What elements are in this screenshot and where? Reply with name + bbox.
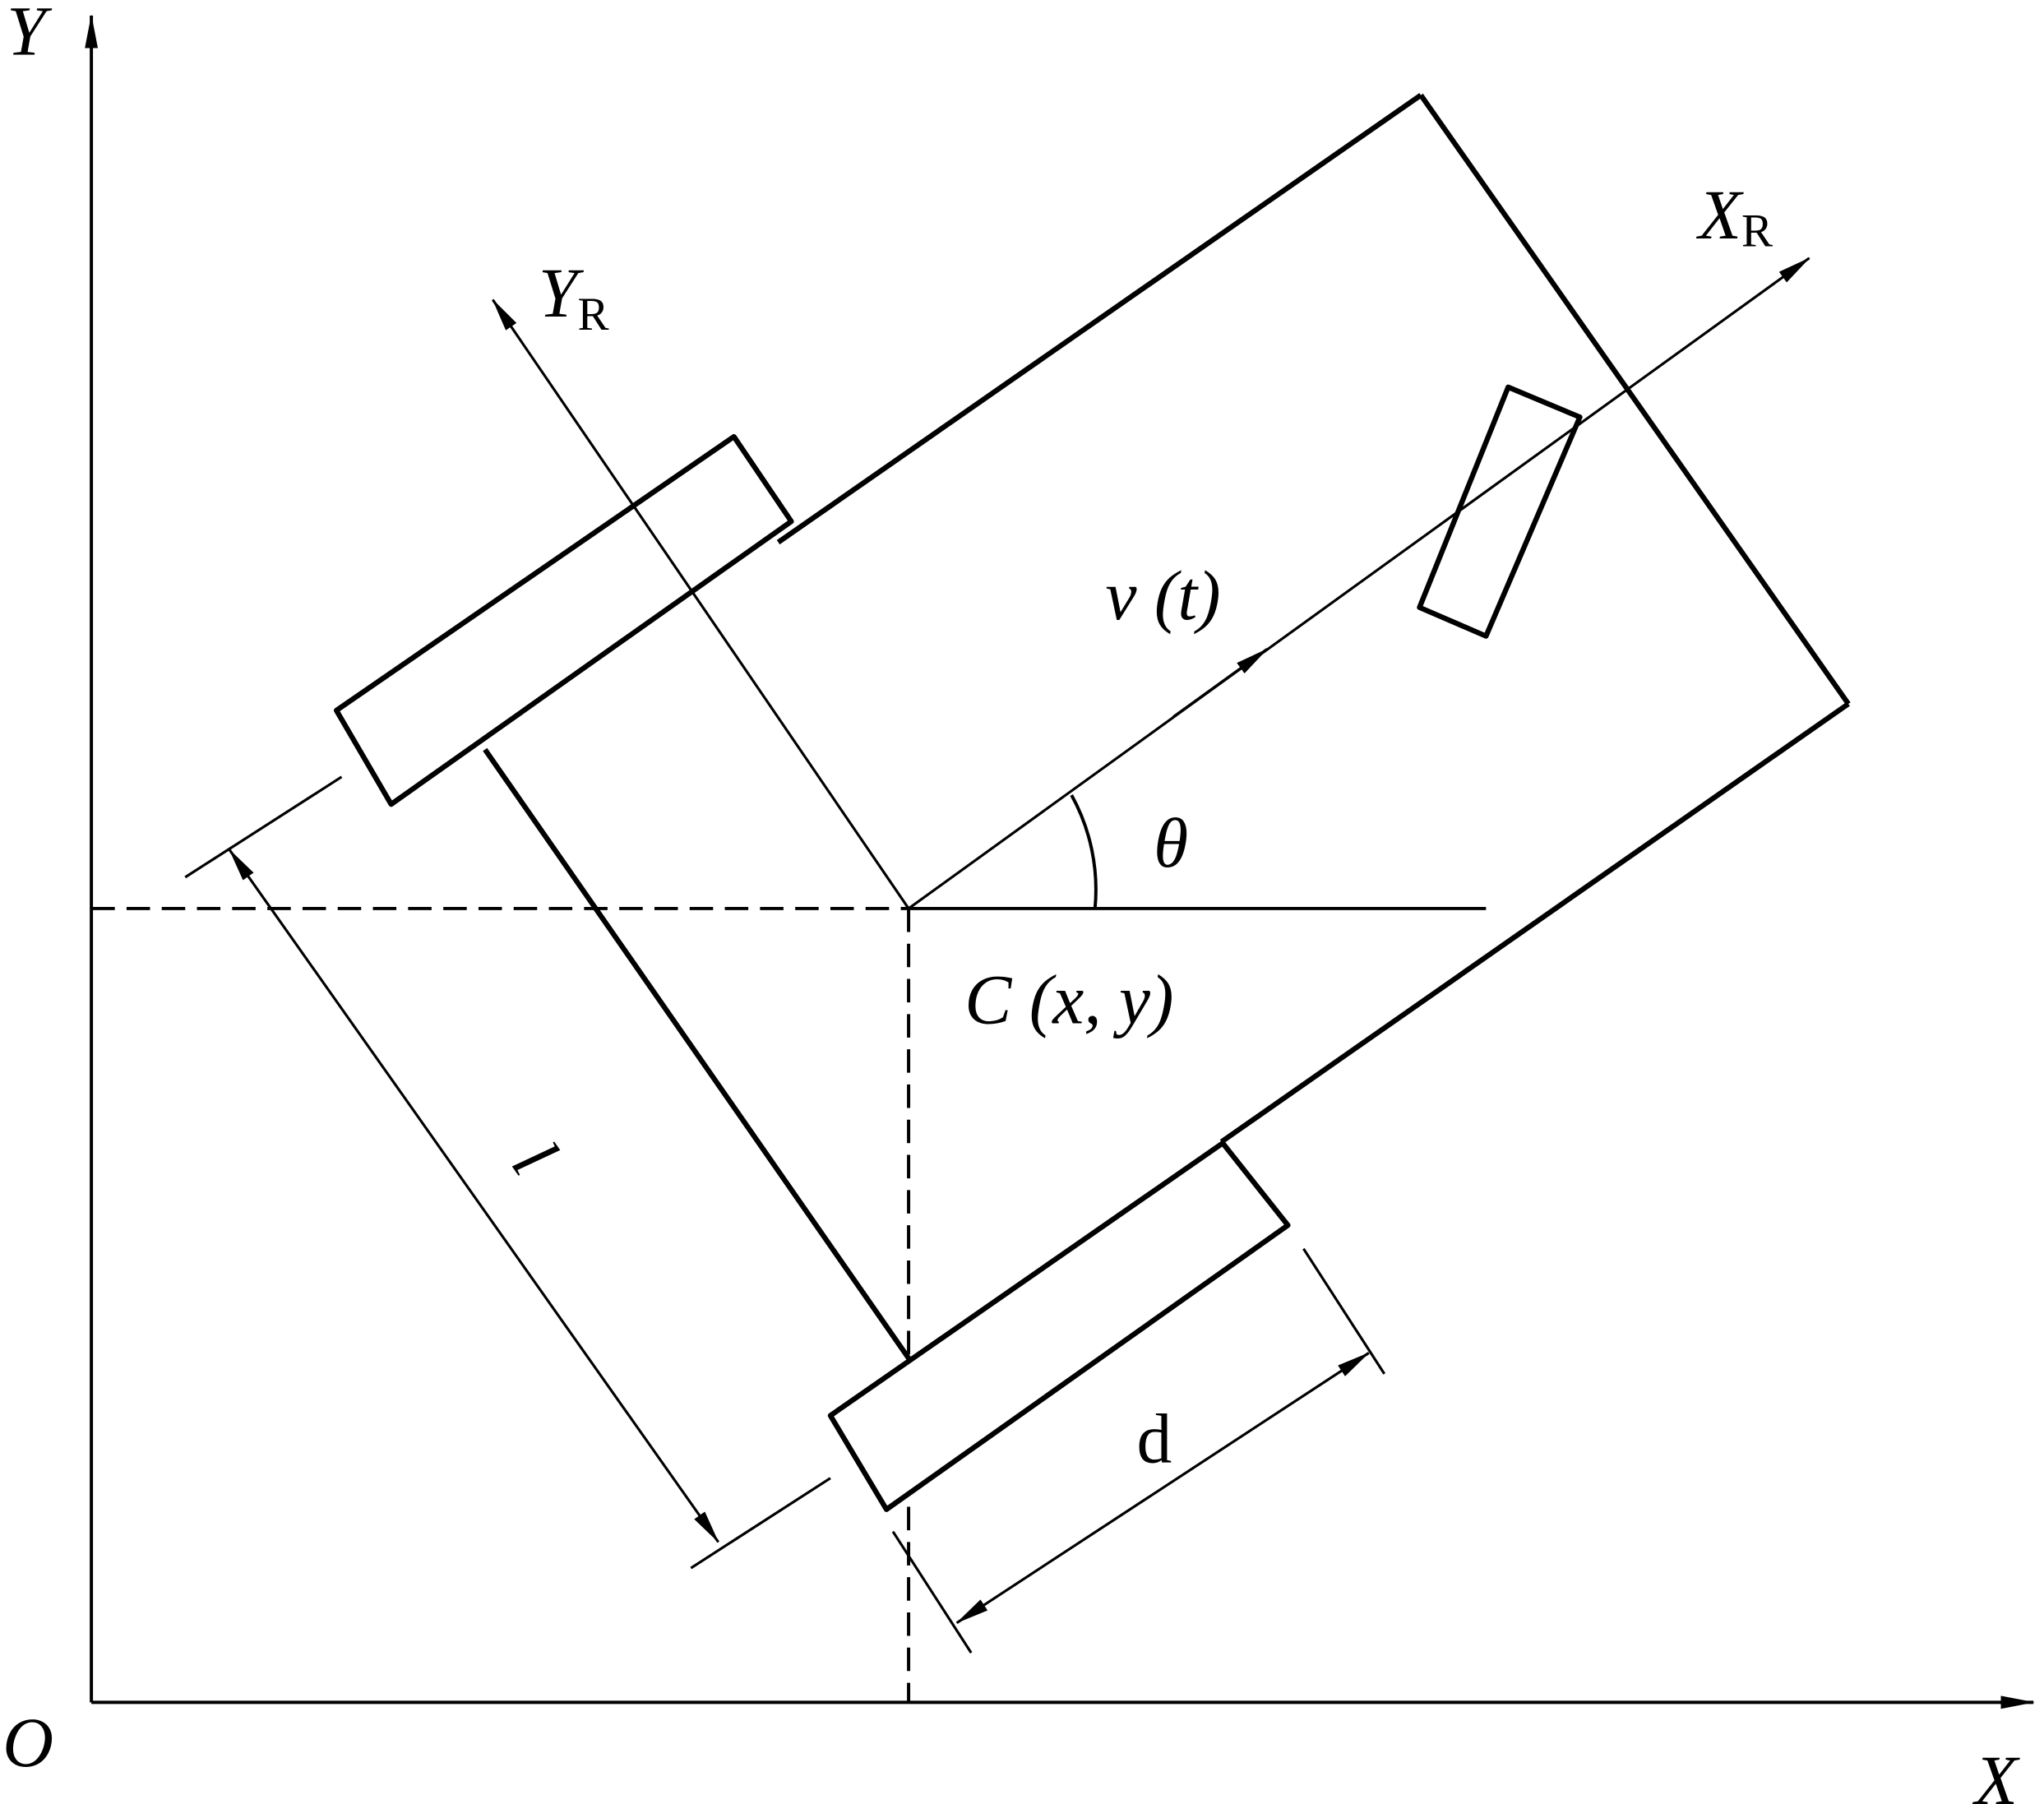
velocity-label: v (t) [1105,557,1220,635]
l-label: l [497,1127,572,1188]
left-wheel [333,433,794,807]
robot-x-label: XR [1696,176,1773,257]
theta-arc [1070,794,1098,909]
robot-y-label: YR [539,254,609,340]
d-dimension-arrow [955,1352,1371,1624]
right-wheel [827,1140,1291,1512]
velocity-arrow [1172,648,1269,719]
robot-y-axis [492,298,910,909]
l-extension-top [184,775,343,879]
d-extension-right [1302,1247,1386,1375]
robot-body [483,93,1851,1360]
d-label: d [1137,1400,1172,1478]
world-y-label: Y [7,0,53,71]
caster-wheel [1417,384,1583,639]
robot-x-axis [908,257,1810,910]
d-extension-left [891,1530,973,1654]
world-x-label: X [1972,1742,2021,1804]
l-extension-bottom [690,1477,831,1570]
center-label: C (x, y) [964,960,1173,1038]
origin-label: O [2,1704,53,1782]
theta-label: θ [1154,804,1188,882]
l-dimension-arrow [228,849,719,1543]
